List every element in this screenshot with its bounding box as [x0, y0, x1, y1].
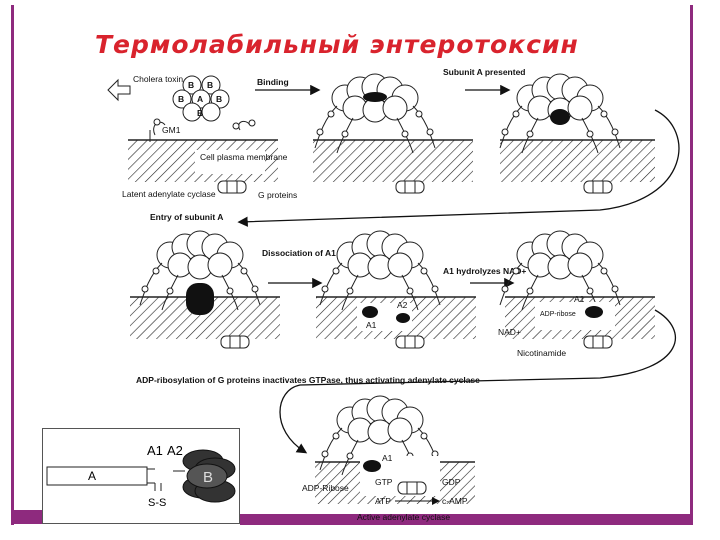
subunit-b-label: B: [216, 94, 222, 104]
gtp-label: GTP: [375, 477, 393, 487]
g-protein-icon: [217, 180, 247, 194]
inset-ss-label: S-S: [148, 497, 166, 509]
binding-label: Binding: [257, 77, 289, 87]
subunit-b-label: B: [197, 108, 203, 118]
g-protein-icon: [583, 180, 613, 194]
g-protein-icon: [395, 335, 425, 349]
atp-label: ATP: [375, 496, 391, 506]
pointer-arrow-icon: [107, 78, 131, 102]
adp-ribose-label: ADP-ribose: [540, 311, 576, 318]
inset-a2-label: A2: [167, 443, 183, 458]
a1-label: A1: [382, 453, 393, 463]
panel-free-toxin: Cholera toxin B B A B B B GM1 Cell plasm…: [107, 74, 297, 200]
a1-hydrolyzes-label: A1 hydrolyzes NAD+: [443, 266, 526, 276]
subunit-b-label: B: [178, 94, 184, 104]
nicotinamide-label: Nicotinamide: [517, 348, 566, 358]
a2-label: A2: [397, 300, 408, 310]
subunit-a-rect: [46, 466, 148, 486]
g-protein-icon: [220, 335, 250, 349]
adp-ribosylation-label: ADP-ribosylation of G proteins inactivat…: [136, 375, 480, 385]
nad-label: NAD+: [498, 327, 521, 337]
a1-label: A1: [366, 320, 377, 330]
g-protein-icon: [397, 481, 427, 495]
subunit-a-dark: [550, 109, 570, 125]
inset-a1-label: A1: [147, 443, 163, 458]
entry-arrow: [237, 109, 680, 227]
slide-title: Термолабильный энтеротоксин: [95, 30, 579, 59]
inset-b-label: B: [203, 469, 213, 486]
panel-dissociation: A2 A1: [316, 230, 476, 349]
g-protein-icon: [583, 335, 613, 349]
entry-label: Entry of subunit A: [150, 212, 223, 222]
toxin-structure-svg: A A1 A2 S-S B: [46, 443, 236, 509]
subunit-presented-label: Subunit A presented: [443, 67, 526, 77]
cell-membrane-label: Cell plasma membrane: [200, 152, 288, 162]
panel-bound-toxin: [313, 73, 473, 194]
panel-activation: A1 GTP GDP ADP-Ribose ATP c-AMP Active a…: [302, 395, 475, 522]
subunit-b-ring: [186, 463, 228, 489]
gm1-label: GM1: [162, 125, 181, 135]
right-frame-bar: [690, 5, 693, 525]
adp-ribose-label: ADP-Ribose: [302, 483, 349, 493]
g-proteins-label: G proteins: [258, 190, 297, 200]
subunit-b-label: B: [188, 80, 194, 90]
latent-cyclase-label: Latent adenylate cyclase: [122, 189, 216, 199]
active-cyclase-label: Active adenylate cyclase: [357, 512, 450, 522]
gdp-label: GDP: [442, 477, 461, 487]
left-frame-bar: [11, 5, 14, 525]
a1-label: A1: [574, 294, 585, 304]
subunit-b-label: B: [207, 80, 213, 90]
toxin-pentamer-free: B B A B B B: [172, 75, 230, 122]
subunit-a-label: A: [197, 94, 203, 104]
toxin-structure-inset: A A1 A2 S-S B: [42, 428, 240, 524]
camp-label: c-AMP: [442, 496, 468, 506]
subunit-a-inside: [186, 283, 214, 315]
bottom-frame-bar-right: [240, 514, 692, 525]
ribosylation-arrow: [279, 309, 677, 454]
panel-hydrolysis: A1 ADP-ribose NAD+ Nicotinamide: [498, 230, 655, 358]
inset-a-label: A: [88, 469, 96, 483]
panel-subunit-presented: [499, 73, 655, 194]
cholera-toxin-label: Cholera toxin: [133, 74, 183, 84]
g-protein-icon: [395, 180, 425, 194]
subunit-a-dark: [363, 92, 387, 102]
panel-entry: [130, 230, 280, 349]
